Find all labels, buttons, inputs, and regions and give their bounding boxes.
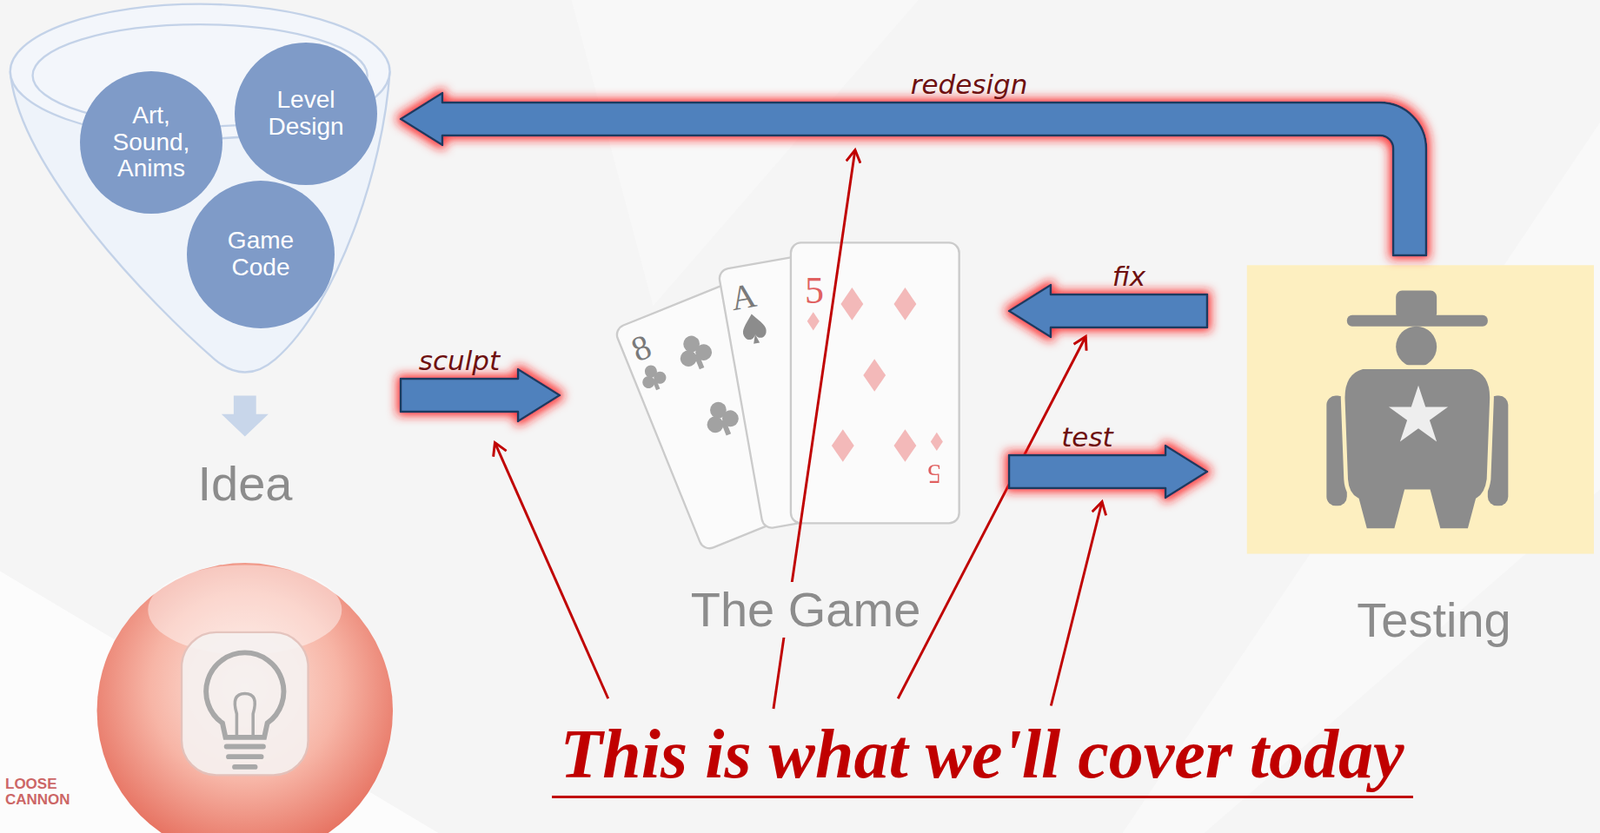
- input-circle: Game Code: [186, 180, 335, 329]
- stage-title: Idea: [198, 456, 293, 512]
- lightbulb-icon: [97, 563, 393, 833]
- circle-label: Level Design: [252, 86, 359, 141]
- lightbulb-icon: [234, 693, 255, 737]
- playing-cards: [840, 287, 864, 321]
- leader-line: [494, 443, 608, 700]
- playing-cards: [720, 419, 731, 437]
- testing-stage: Testing: [1212, 260, 1596, 644]
- playing-cards: [613, 242, 959, 552]
- sheriff-icon: [1342, 367, 1492, 532]
- playing-cards: [831, 429, 855, 463]
- circle-label: Art, Sound, Anims: [98, 102, 204, 183]
- card-rank: 5: [804, 272, 824, 311]
- lightbulb-icon: [97, 563, 393, 833]
- funnel: [10, 4, 391, 373]
- playing-cards: [807, 312, 820, 331]
- playing-cards: [651, 378, 660, 391]
- playing-cards: [894, 429, 917, 463]
- lightbulb-icon: [181, 632, 309, 776]
- playing-cards: [790, 242, 960, 524]
- block-arrow: [400, 92, 1427, 256]
- sheriff-icon: [1395, 291, 1437, 320]
- leader-line: [897, 336, 1086, 699]
- sheriff-icon: [1326, 291, 1508, 532]
- game-stage: The Game: [564, 234, 1004, 644]
- sheriff-icon: [1388, 385, 1448, 443]
- handwritten-note: This is what we'll cover today: [551, 719, 1414, 799]
- input-circle: Level Design: [234, 42, 378, 186]
- down-arrow: [221, 396, 269, 438]
- block-arrow: [1009, 445, 1208, 498]
- block-arrow: [1009, 285, 1208, 338]
- arrow-label: fix: [1112, 261, 1146, 292]
- input-circle: Art, Sound, Anims: [79, 71, 223, 214]
- testing-panel: [1247, 265, 1594, 554]
- playing-cards: [693, 353, 704, 371]
- leader-line: [494, 150, 1103, 710]
- arrow-label: redesign: [910, 69, 1029, 100]
- stage-title: The Game: [685, 582, 927, 638]
- stage-title: Testing: [1356, 592, 1511, 649]
- sheriff-icon: [1395, 326, 1437, 368]
- sheriff-icon: [1347, 315, 1488, 327]
- card-rank: A: [727, 278, 758, 317]
- block-arrow: [400, 369, 560, 422]
- playing-cards: [930, 432, 943, 452]
- circle-label: Game Code: [205, 227, 316, 282]
- idea-stage: Idea Art, Sound, Anims Level DesignGame Co…: [10, 5, 396, 527]
- lightbulb-icon: [205, 652, 284, 737]
- arrow-label: test: [1061, 422, 1114, 452]
- playing-cards: [863, 358, 886, 392]
- playing-cards: [740, 312, 769, 346]
- leader-line: [1050, 502, 1103, 707]
- logo-text: LOOSE CANNON: [5, 776, 80, 809]
- playing-cards: [894, 287, 917, 321]
- card-rank: 5: [927, 460, 942, 489]
- lightbulb-icon: [226, 746, 264, 767]
- arrow-label: sculpt: [418, 345, 500, 376]
- playing-cards: [807, 287, 943, 463]
